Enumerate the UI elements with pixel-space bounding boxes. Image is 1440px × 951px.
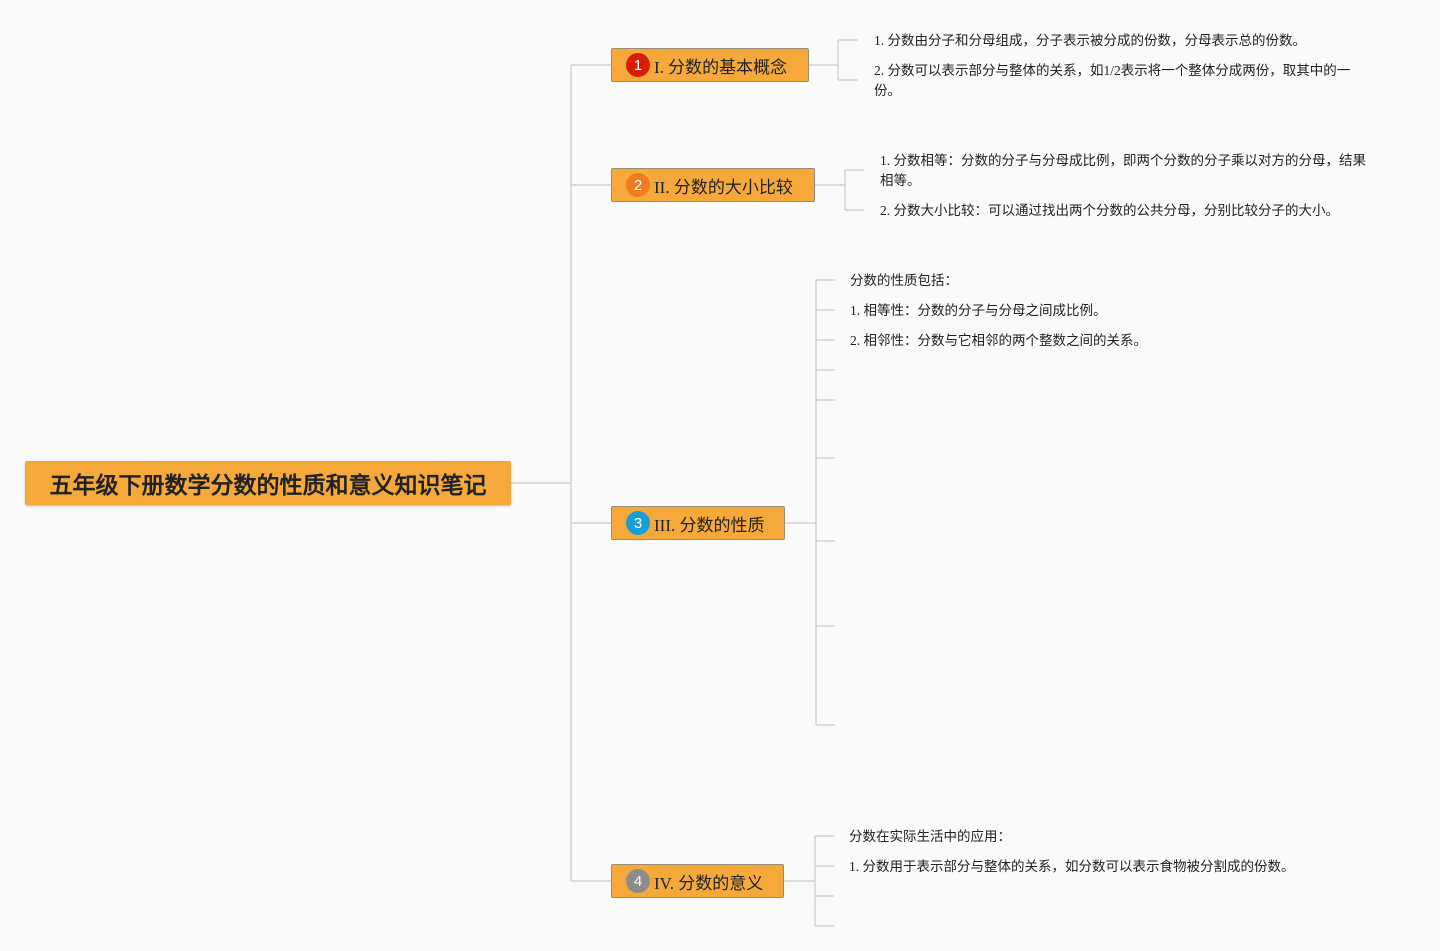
branch-label: III. 分数的性质	[654, 515, 765, 535]
number-badge-icon: 4	[626, 869, 650, 893]
root-topic[interactable]: 五年级下册数学分数的性质和意义知识笔记	[25, 461, 511, 505]
leaf-text[interactable]: 1. 相等性：分数的分子与分母之间成比例。	[850, 303, 1107, 318]
leaf-text[interactable]: 2. 分数大小比较：可以通过找出两个分数的公共分母，分别比较分子的大小。	[880, 203, 1339, 218]
leaf-text[interactable]: 分数在实际生活中的应用：	[849, 829, 1011, 845]
branch-properties[interactable]: 3 III. 分数的性质	[611, 506, 785, 540]
branch-label: IV. 分数的意义	[654, 873, 764, 893]
leaf-text[interactable]: 2. 相邻性：分数与它相邻的两个整数之间的关系。	[850, 333, 1147, 348]
branch-meaning[interactable]: 4 IV. 分数的意义	[611, 864, 784, 898]
number-badge-icon: 3	[626, 511, 650, 535]
leaf-text[interactable]: 2. 分数可以表示部分与整体的关系，如1/2表示将一个整体分成两份，取其中的一份…	[874, 63, 1351, 98]
branch-label: I. 分数的基本概念	[654, 57, 788, 77]
leaf-text[interactable]: 分数的性质包括：	[850, 273, 958, 289]
branch-label: II. 分数的大小比较	[654, 177, 793, 197]
leaf-text[interactable]: 1. 分数相等：分数的分子与分母成比例，即两个分数的分子乘以对方的分母，结果相等…	[880, 153, 1366, 188]
root-topic-title: 五年级下册数学分数的性质和意义知识笔记	[49, 473, 487, 499]
leaf-text[interactable]: 1. 分数用于表示部分与整体的关系，如分数可以表示食物被分割成的份数。	[849, 859, 1295, 874]
number-badge-icon: 2	[626, 173, 650, 197]
leaf-text[interactable]: 1. 分数由分子和分母组成，分子表示被分成的份数，分母表示总的份数。	[874, 33, 1306, 48]
branch-basic-concept[interactable]: 1 I. 分数的基本概念	[611, 48, 809, 82]
number-badge-icon: 1	[626, 53, 650, 77]
branch-size-comparison[interactable]: 2 II. 分数的大小比较	[611, 168, 815, 202]
